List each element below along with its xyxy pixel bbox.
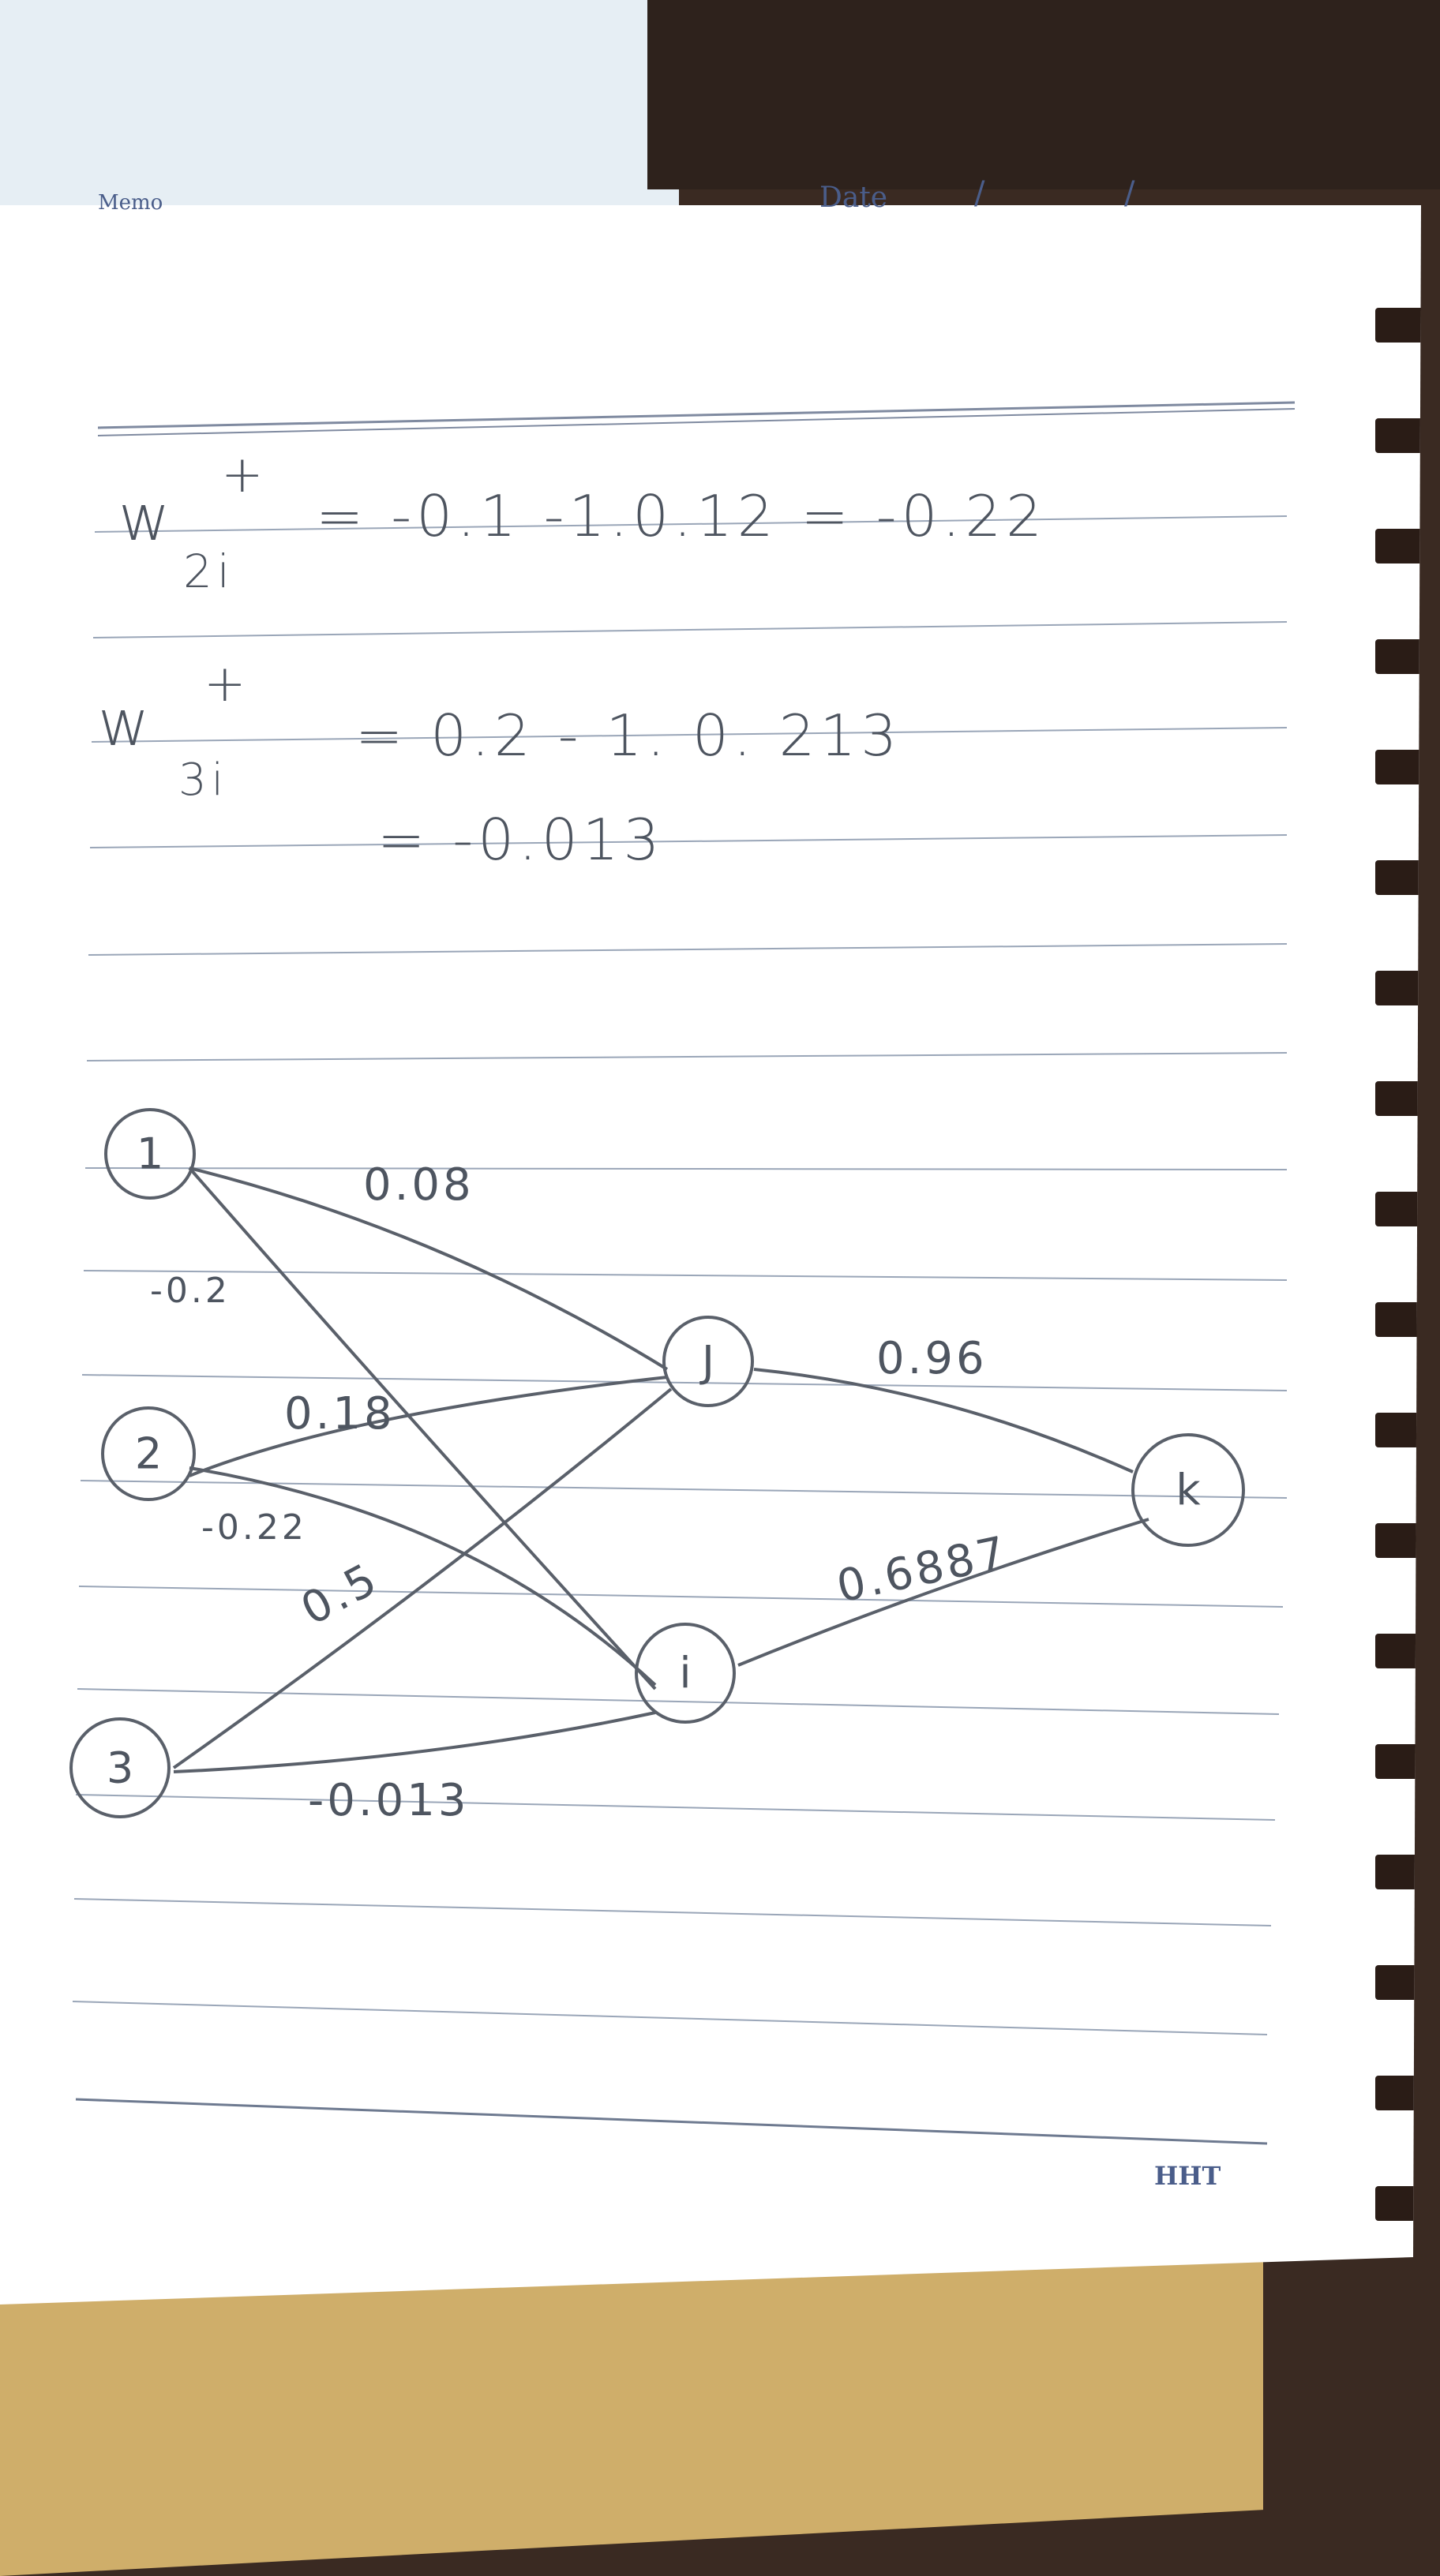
weight-label-3-i: -0.013 <box>308 1775 470 1826</box>
node-k: k <box>1131 1433 1245 1547</box>
node-3-label: 3 <box>107 1743 133 1793</box>
spiral-hole <box>1375 750 1421 784</box>
spiral-hole <box>1375 1302 1421 1337</box>
weight-label-2-i: -0.22 <box>201 1507 307 1548</box>
date-label: Date <box>819 182 888 214</box>
spiral-hole <box>1375 860 1421 895</box>
edge-i-k <box>737 1518 1149 1667</box>
date-separator: / <box>974 175 985 212</box>
spiral-hole <box>1375 2076 1421 2110</box>
background-paper <box>0 0 679 237</box>
node-1-label: 1 <box>137 1129 163 1179</box>
edge-3-j <box>172 1387 673 1769</box>
equation-2-superscript: + <box>204 655 251 713</box>
edge-1-i <box>188 1166 657 1690</box>
weight-label-1-j: 0.08 <box>363 1159 474 1211</box>
spiral-hole <box>1375 1413 1421 1447</box>
equation-1-lhs: w <box>118 481 175 555</box>
node-2: 2 <box>101 1406 196 1501</box>
spiral-hole <box>1375 529 1421 564</box>
weight-label-j-k: 0.96 <box>876 1333 988 1384</box>
spiral-hole <box>1375 1634 1421 1668</box>
spiral-holes <box>1375 205 1421 2305</box>
edges <box>172 1166 1149 1773</box>
background-dark <box>647 0 1440 189</box>
node-k-label: k <box>1176 1466 1201 1515</box>
spiral-hole <box>1375 971 1421 1005</box>
spiral-hole <box>1375 1744 1421 1779</box>
equation-2-lhs: w <box>98 687 155 760</box>
spiral-hole <box>1375 1192 1421 1226</box>
nodes: 1 2 3 J i k <box>69 1108 1245 1818</box>
weight-label-i-k: 0.6887 <box>832 1526 1013 1612</box>
spiral-hole <box>1375 639 1421 674</box>
equation-1-superscript: + <box>221 446 268 504</box>
spiral-hole <box>1375 308 1421 343</box>
edge-3-i <box>173 1711 656 1773</box>
notebook-header: Memo Date / / <box>98 175 1298 215</box>
node-1: 1 <box>104 1108 196 1200</box>
equation-1-subscript: 2i <box>183 545 235 598</box>
node-j: J <box>662 1316 754 1407</box>
spiral-hole <box>1375 1523 1421 1558</box>
equation-1-rhs: = -0.1 -1.0.12 = -0.22 <box>316 483 1047 549</box>
edge-j-k <box>753 1368 1134 1473</box>
edge-1-j <box>189 1166 669 1371</box>
date-separator: / <box>1124 175 1135 212</box>
node-i: i <box>635 1623 736 1724</box>
footer-brand-mark: HHT <box>1154 2161 1221 2191</box>
edge-2-j <box>189 1376 668 1477</box>
equation-2-subscript: 3i <box>178 754 229 806</box>
weight-label-2-j: 0.18 <box>284 1388 396 1440</box>
spiral-hole <box>1375 1081 1421 1116</box>
node-3: 3 <box>69 1717 171 1818</box>
memo-label: Memo <box>98 191 163 215</box>
spiral-hole <box>1375 1855 1421 1889</box>
equation-2-rhs: = 0.2 - 1. 0. 213 <box>355 702 902 769</box>
spiral-hole <box>1375 1965 1421 2000</box>
weight-label-1-i: -0.2 <box>150 1271 231 1311</box>
spiral-hole <box>1375 418 1421 453</box>
equation-3-rhs: = -0.013 <box>377 807 665 873</box>
edge-2-i <box>189 1466 657 1687</box>
node-i-label: i <box>679 1649 691 1698</box>
node-j-label: J <box>699 1337 714 1387</box>
node-2-label: 2 <box>135 1429 162 1479</box>
notebook-page <box>0 205 1421 2305</box>
